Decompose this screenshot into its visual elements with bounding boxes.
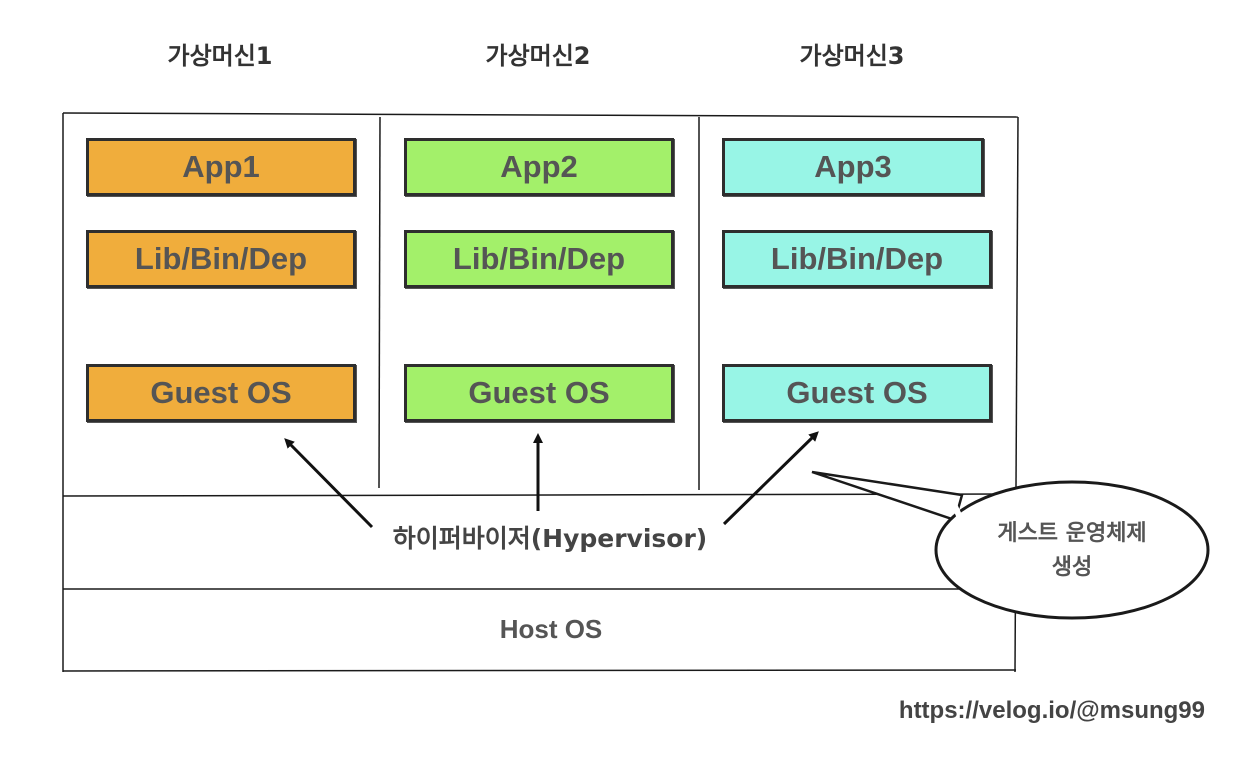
arrow-to-guest-os-3 — [722, 431, 819, 526]
vm3-guest-os-box: Guest OS — [722, 364, 992, 422]
vm-title-1: 가상머신1 — [167, 42, 273, 70]
hypervisor-label: 하이퍼바이저(Hypervisor) — [392, 524, 708, 553]
vm1-app-box: App1 — [86, 138, 356, 196]
vm-title-2: 가상머신2 — [485, 42, 591, 70]
callout-text-line2: 생성 — [1051, 555, 1093, 580]
vm3-app-box: App3 — [722, 138, 984, 196]
host-os-bottom-border — [62, 669, 1017, 672]
callout-text-line1: 게스트 운영체제 — [997, 521, 1147, 546]
vm-title-3: 가상머신3 — [799, 42, 905, 70]
host-os-label: Host OS — [499, 614, 603, 644]
footer-url: https://velog.io/@msung99 — [898, 697, 1205, 724]
vm1-lib-box: Lib/Bin/Dep — [86, 230, 356, 288]
vm2-app-box: App2 — [404, 138, 674, 196]
vm2-lib-box: Lib/Bin/Dep — [404, 230, 674, 288]
vm-divider-1 — [378, 116, 381, 489]
callout-bubble — [811, 470, 1210, 620]
vm2-guest-os-box: Guest OS — [404, 364, 674, 422]
vm3-lib-box: Lib/Bin/Dep — [722, 230, 992, 288]
arrow-to-guest-os-1 — [284, 438, 374, 529]
vm1-guest-os-box: Guest OS — [86, 364, 356, 422]
